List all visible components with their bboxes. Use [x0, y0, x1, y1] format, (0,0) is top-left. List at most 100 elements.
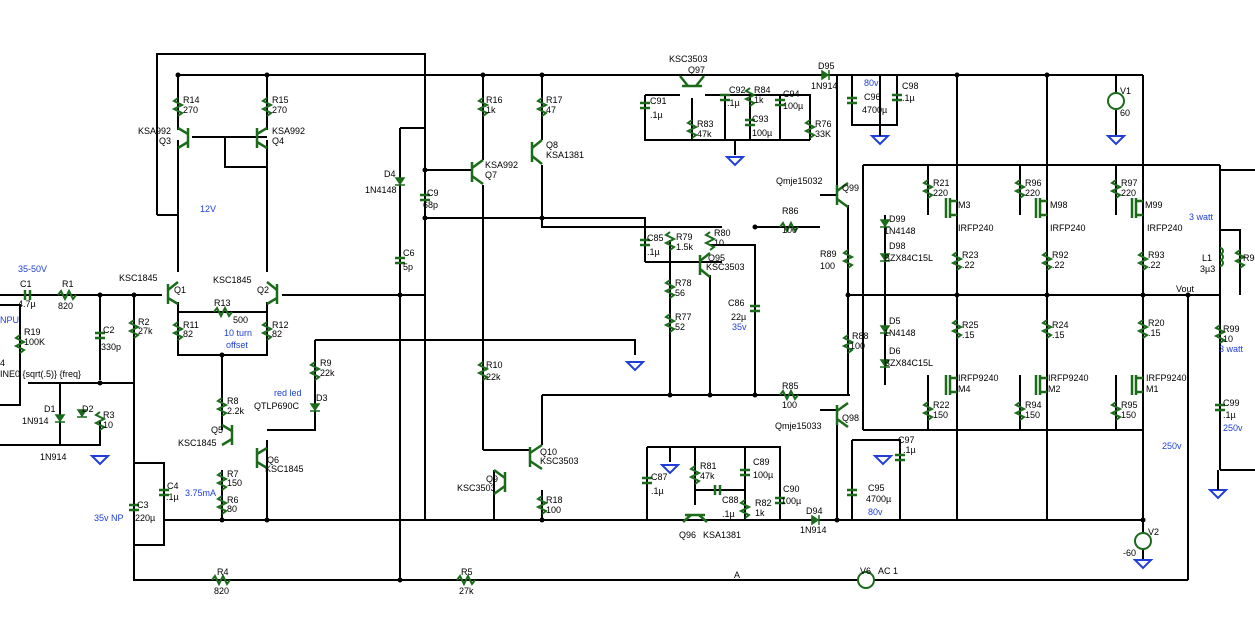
grounds — [89, 75, 1229, 570]
label-Q97: Q97 — [688, 65, 705, 75]
transistor-Q97 — [679, 75, 705, 88]
value-C3: 220µ — [135, 513, 155, 523]
capacitor-C88 — [713, 485, 722, 495]
input-source-num: 4 — [0, 358, 5, 368]
label-M3: M3 — [958, 200, 971, 210]
resistor-R1 — [57, 288, 77, 302]
resistor-R90 — [1233, 249, 1247, 269]
type-D3: QTLP690C — [254, 401, 300, 411]
type-M4: IRFP9240 — [958, 373, 999, 383]
transistor-Q1 — [166, 281, 179, 306]
label-L1: L1 — [1202, 253, 1212, 263]
value-R79: 1.5k — [676, 242, 694, 252]
value-R80: 10 — [714, 238, 724, 248]
label-R76: R76 — [815, 119, 832, 129]
transistors — [166, 75, 1143, 523]
value-C86: 22µ — [731, 312, 746, 322]
resistor-R92 — [1040, 251, 1054, 271]
value-R93: .22 — [1148, 260, 1161, 270]
capacitor-C95 — [847, 488, 857, 497]
capacitors — [23, 93, 1225, 512]
capacitor-C1 — [23, 290, 32, 300]
value-R4: 820 — [214, 586, 229, 596]
label-D94: D94 — [806, 506, 823, 516]
resistor-R89 — [841, 249, 855, 269]
note-3watt-bottom: 3 watt — [1219, 344, 1244, 354]
value-R94: 150 — [1025, 410, 1040, 420]
value-C92: .1µ — [727, 98, 740, 108]
value-R77: 52 — [675, 322, 685, 332]
type-Q97: KSC3503 — [669, 54, 708, 64]
value-R15: 270 — [272, 105, 287, 115]
input-source-name: NPU — [0, 315, 19, 325]
label-C4: C4 — [167, 481, 179, 491]
transistor-Q99 — [835, 181, 849, 209]
resistor-R80 — [703, 231, 717, 251]
diode-D94 — [811, 514, 820, 526]
value-D98: BZX84C15L — [884, 253, 933, 263]
value-C90: 100µ — [781, 496, 801, 506]
resistor-R86 — [779, 220, 799, 234]
label-C3: C3 — [137, 500, 149, 510]
ground-symbol — [869, 135, 891, 146]
value-C85: .1µ — [647, 247, 660, 257]
value-C1: 4.7µ — [18, 299, 36, 309]
note-250v-left: 250v — [1162, 441, 1182, 451]
resistor-R9 — [308, 361, 322, 381]
value-R14: 270 — [183, 105, 198, 115]
transistor-Q8 — [530, 139, 543, 165]
value-D99: 1N4148 — [884, 226, 916, 236]
type-M1: IRFP9240 — [1146, 373, 1187, 383]
label-R20: R20 — [1148, 318, 1165, 328]
capacitor-C94 — [775, 98, 785, 107]
label-R89: R89 — [820, 249, 837, 259]
resistor-R84 — [743, 87, 757, 107]
type-Q1: KSC1845 — [119, 273, 158, 283]
note-80v-top: 80v — [864, 78, 879, 88]
value-R97: 220 — [1121, 188, 1136, 198]
resistor-R85 — [779, 388, 799, 402]
label-Q10: Q10 — [540, 447, 557, 457]
ground-symbol — [1105, 135, 1127, 146]
label-C86: C86 — [728, 298, 745, 308]
sources — [857, 92, 1224, 589]
resistor-R99 — [1213, 324, 1227, 344]
label-Q4: Q4 — [272, 136, 284, 146]
note-3watt-top: 3 watt — [1189, 212, 1214, 222]
label-D95: D95 — [818, 61, 835, 71]
transistor-Q98 — [835, 401, 849, 429]
label-D1: D1 — [44, 404, 56, 414]
type-Q95: KSC3503 — [706, 262, 745, 272]
resistor-R81 — [688, 465, 702, 485]
label-Q1: Q1 — [174, 285, 186, 295]
value-R23: .22 — [962, 260, 975, 270]
label-C2: C2 — [103, 325, 115, 335]
value-C91: .1µ — [650, 110, 663, 120]
resistor-R19 — [13, 334, 27, 354]
value-R21: 220 — [933, 188, 948, 198]
label-R99: R99 — [1223, 324, 1240, 334]
label-Q95: Q95 — [708, 253, 725, 263]
ground-symbol — [872, 455, 894, 466]
resistor-R76 — [803, 119, 817, 139]
label-V6: V6 — [860, 566, 871, 576]
node-a-label: A — [734, 570, 740, 580]
label-Q98: Q98 — [842, 413, 859, 423]
label-C97: C97 — [898, 435, 915, 445]
note-trim: 10 turn — [224, 328, 252, 338]
resistor-R93 — [1136, 251, 1150, 271]
label-C96: C96 — [864, 92, 881, 102]
transistor-Q4 — [255, 126, 268, 150]
transistor-Q7 — [470, 158, 484, 186]
input-source-expr: INE0 {sqrt(.5)} {freq} — [0, 369, 81, 379]
value-R2: 27k — [138, 326, 153, 336]
label-Q8: Q8 — [546, 140, 558, 150]
capacitor-C9 — [420, 193, 430, 202]
resistor-R24 — [1040, 319, 1054, 339]
type-Q6: KSC1845 — [265, 464, 304, 474]
value-L1: 3µ3 — [1200, 264, 1215, 274]
label-R23: R23 — [962, 250, 979, 260]
diode-D1 — [54, 414, 66, 423]
label-C89: C89 — [753, 457, 770, 467]
transistor-Q5 — [221, 423, 234, 447]
